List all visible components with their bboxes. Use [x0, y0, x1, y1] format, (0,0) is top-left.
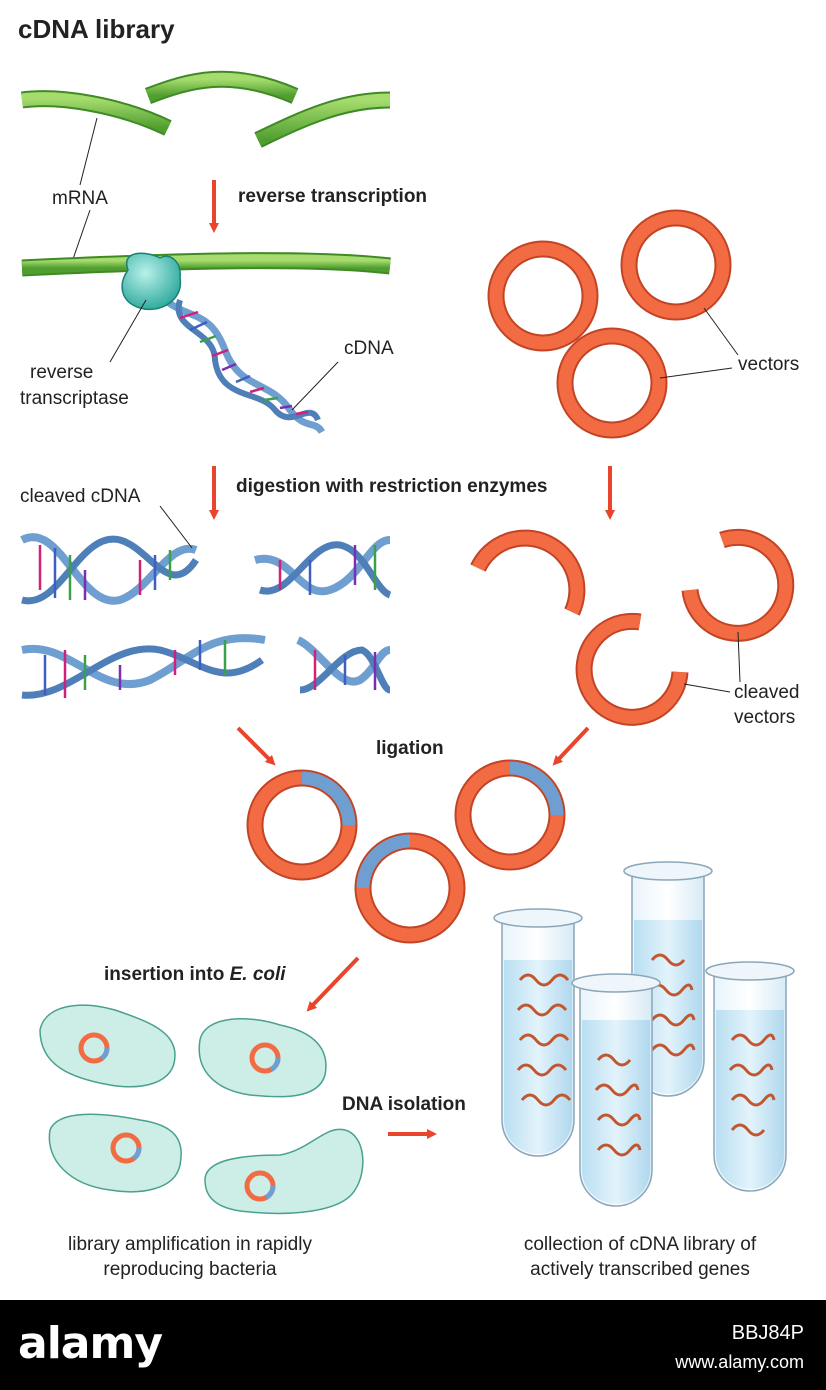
watermark-footer: [0, 1300, 826, 1390]
vector-rings: [487, 209, 732, 439]
label-digestion: digestion with restriction enzymes: [236, 476, 548, 497]
label-cdna: cDNA: [344, 338, 394, 359]
arrow-ligation-left: [236, 726, 276, 766]
label-insertion-species: E. coli: [229, 964, 286, 985]
vectors-leader-2: [659, 367, 733, 379]
label-cleaved-vectors-line2: vectors: [734, 707, 796, 728]
label-mrna: mRNA: [52, 188, 108, 209]
recombinant-rings: [246, 759, 566, 944]
mrna-long-strand: [21, 252, 391, 277]
label-reverse-transcriptase-line1: reverse: [30, 362, 94, 383]
bacteria-cells: [39, 1004, 364, 1215]
label-reverse-transcription: reverse transcription: [238, 186, 428, 207]
cleaved-cdna-fragments: [20, 533, 392, 699]
arrow-ligation-right: [552, 726, 590, 766]
test-tube-3: [571, 973, 661, 1207]
mrna-leader-bottom: [71, 209, 91, 263]
reverse-transcriptase-enzyme: [121, 252, 182, 311]
diagram-artwork: [20, 70, 795, 1215]
label-reverse-transcriptase-line2: transcriptase: [20, 388, 129, 409]
label-vectors: vectors: [738, 354, 800, 375]
cleaved-vector-arcs: [470, 528, 795, 726]
cleaved-cdna-leader: [159, 505, 193, 549]
vectors-leader-1: [703, 307, 739, 356]
arrow-insertion: [306, 956, 360, 1012]
label-ligation: ligation: [376, 738, 444, 759]
label-cleaved-vectors-line1: cleaved: [734, 682, 800, 703]
diagram-title: cDNA library: [18, 14, 175, 44]
reverse-transcriptase-leader: [109, 299, 147, 363]
cdna-helix: [162, 297, 326, 435]
test-tube-1: [493, 908, 583, 1157]
label-collection-line1: collection of cDNA library of: [523, 1234, 757, 1255]
label-insertion: insertion into E. coli: [104, 964, 286, 986]
label-dna-isolation: DNA isolation: [342, 1094, 466, 1115]
label-collection-line2: actively transcribed genes: [530, 1259, 750, 1280]
watermark-url: www.alamy.com: [675, 1352, 804, 1372]
label-amplification-line1: library amplification in rapidly: [68, 1234, 312, 1255]
watermark-logo: alamy: [18, 1318, 163, 1369]
mrna-strands: [20, 70, 391, 148]
label-insertion-prefix: insertion into: [104, 964, 230, 985]
cleaved-vectors-leader-2: [683, 683, 731, 693]
label-cleaved-cdna: cleaved cDNA: [20, 486, 141, 507]
test-tubes: [493, 861, 795, 1207]
mrna-leader-top: [79, 117, 98, 186]
watermark-image-code: BBJ84P: [731, 1322, 804, 1344]
cleaved-vectors-leader-1: [737, 631, 741, 683]
cdna-leader: [291, 361, 339, 411]
label-amplification-line2: reproducing bacteria: [103, 1259, 277, 1280]
test-tube-4: [705, 961, 795, 1192]
